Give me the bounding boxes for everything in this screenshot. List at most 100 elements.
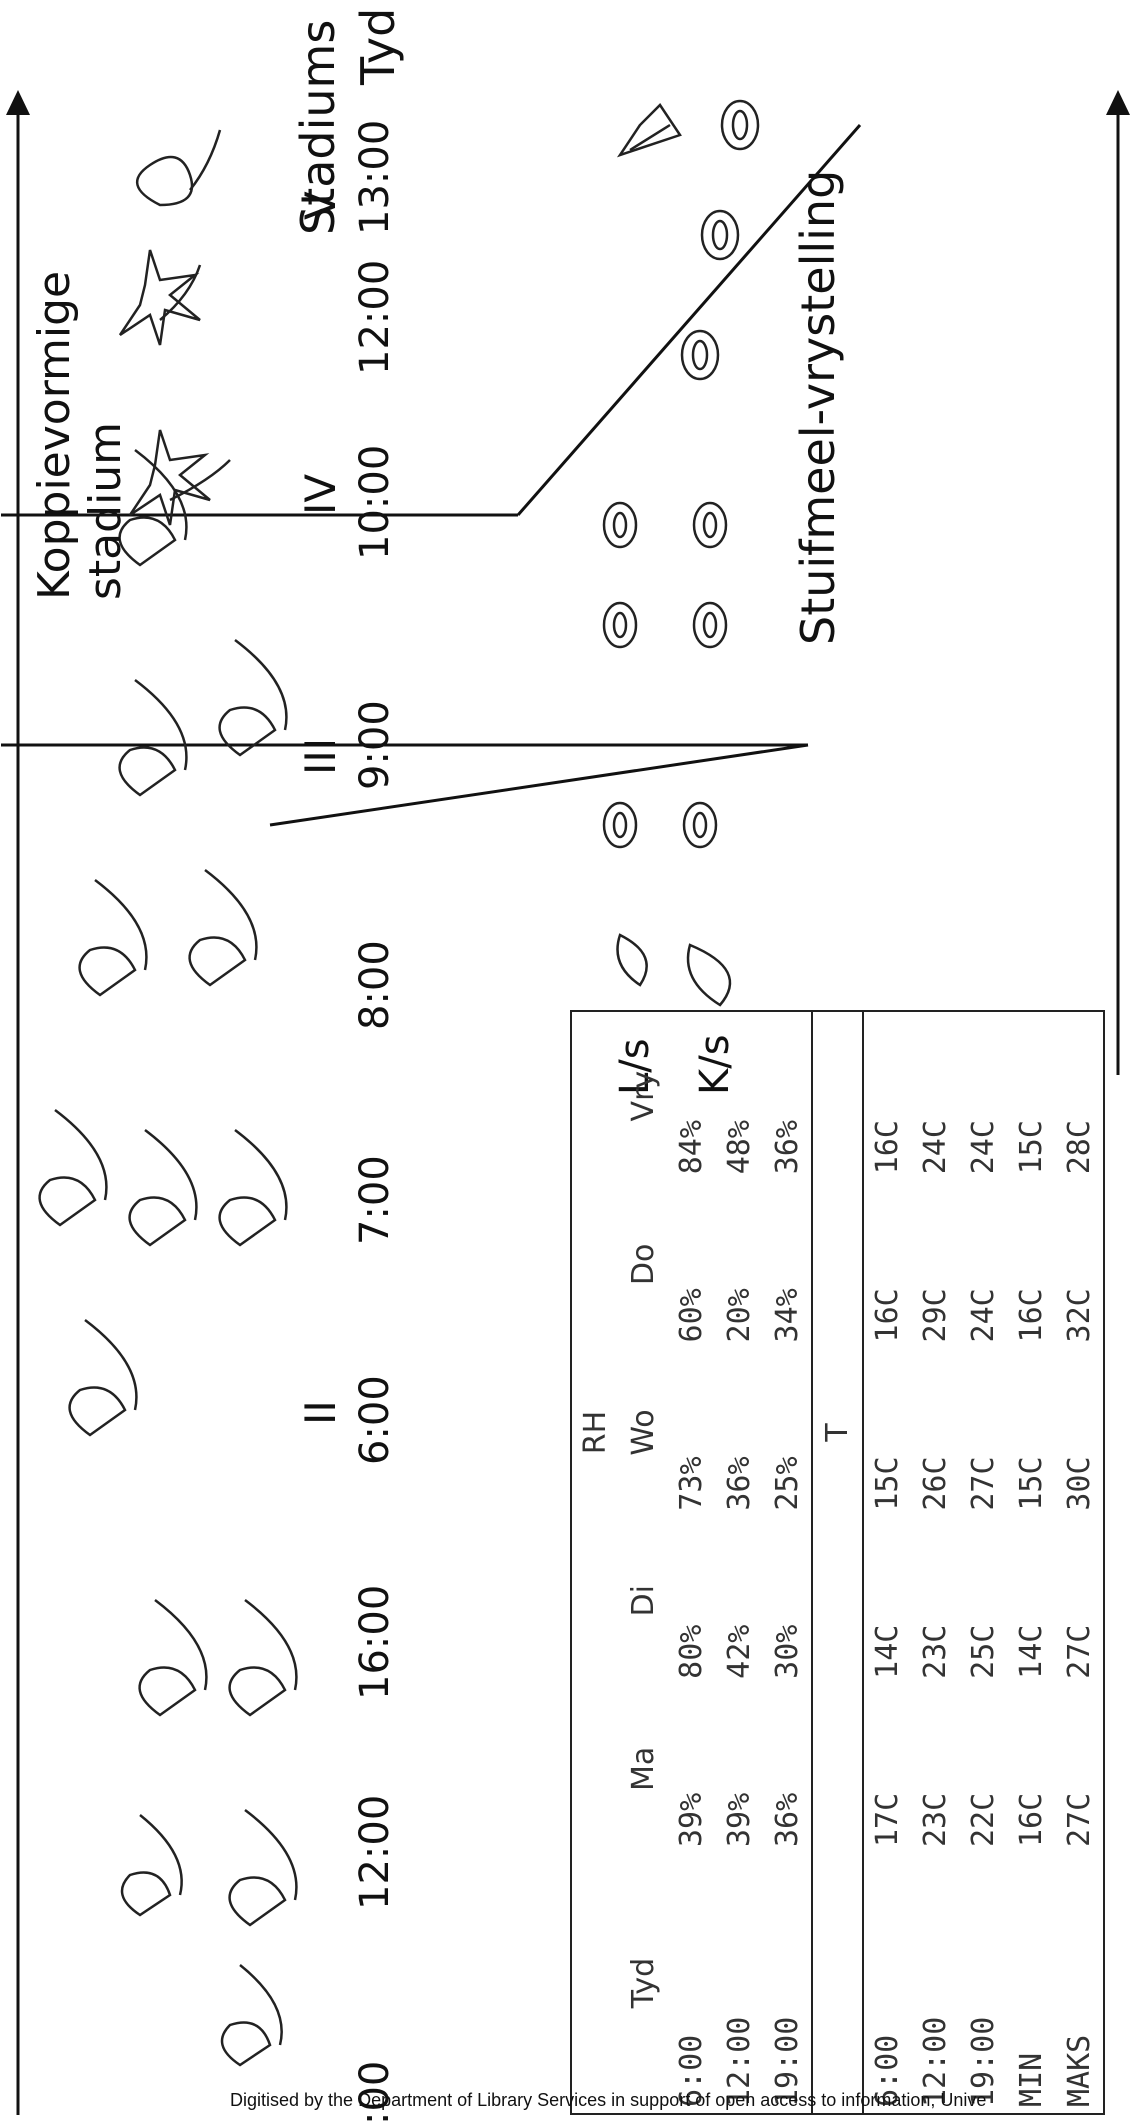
anther-sketch [720,99,760,151]
open-flower-sketch [135,129,222,207]
bud-sketch [118,679,188,797]
bud-sketch [78,879,148,997]
digitisation-credit: Digitised by the Department of Library S… [230,2090,987,2110]
table-row: 6:00 39% 80% 73% 60% 84% [668,1012,716,2113]
table-cell: 15C [1013,1120,1049,1175]
table-cell: 12:00 [918,2016,954,2107]
column-header: Di [626,1585,662,1617]
bud-sketch [120,1814,183,1917]
table-row: MIN 16C 14C 15C 16C 15C [1007,1012,1055,2113]
table-cell: 19:00 [769,2016,805,2107]
cup-stage-label: Koppievormige stadium [29,270,131,600]
t-title: T [819,1423,855,1442]
anther-sketch [616,933,648,987]
anther-sketch [602,801,638,849]
table-row: 12:00 23C 23C 26C 29C 24C [912,1012,960,2113]
table-cell: MAKS [1061,2034,1097,2107]
table-cell: 42% [721,1624,757,1679]
bud-sketch [68,1319,138,1437]
table-cell: 84% [673,1120,709,1175]
anther-sketch [686,943,732,1007]
stage-label: III [296,737,345,775]
bud-sketch [218,639,288,757]
table-cell: 24C [965,1120,1001,1175]
pollen-release-label: Stuifmeel-vrystelling [791,169,845,645]
table-cell: 36% [769,1120,805,1175]
table-cell: 80% [673,1624,709,1679]
top-axis-arrowhead [6,90,30,115]
table-cell: 27C [965,1456,1001,1511]
table-cell: 23C [918,1792,954,1847]
table-cell: 25% [769,1456,805,1511]
bracket-line-4 [516,124,862,516]
table-cell: 14C [870,1624,906,1679]
table-row: 6:00 17C 14C 15C 16C 16C [863,1012,912,2113]
time-label: 6:00 [352,1375,398,1465]
table-cell: 16C [870,1288,906,1343]
stage-label: II [296,1400,345,1425]
table-cell: 48% [721,1120,757,1175]
table-cell: 15C [1013,1456,1049,1511]
table-cell: 39% [673,1792,709,1847]
table-cell: 12:00 [721,2016,757,2107]
table-cell: 22C [965,1792,1001,1847]
bud-sketch [38,1109,108,1227]
anther-sketch [692,501,728,549]
table-cell: 28C [1061,1120,1097,1175]
table-row: MAKS 27C 27C 30C 32C 28C [1055,1012,1103,2113]
bracket-line-2 [269,743,809,827]
time-label: 12:00 [352,1794,398,1910]
table-cell: 6:00 [673,2034,709,2107]
table-cell: 17C [870,1792,906,1847]
time-label: 12:00 [352,259,398,375]
table-row: 19:00 22C 25C 27C 24C 24C [960,1012,1008,2113]
table-header-group: RH [572,1012,620,2113]
table-cell: 30C [1061,1456,1097,1511]
column-header: Do [626,1243,662,1286]
table-header-row: Tyd Ma Di Wo Do Vry [620,1012,668,2113]
table-cell: 29C [918,1288,954,1343]
anther-sketch [682,801,718,849]
table-cell: 60% [673,1288,709,1343]
table-cell: 19:00 [965,2016,1001,2107]
column-header: Wo [626,1409,662,1456]
anther-sketch [602,501,638,549]
table-cell: 14C [1013,1624,1049,1679]
pollen-axis-arrowhead [1106,90,1130,115]
table-cell: 30% [769,1624,805,1679]
table-cell: 32C [1061,1288,1097,1343]
table-cell: 26C [918,1456,954,1511]
table-cell: MIN [1013,2052,1049,2107]
table-cell: 39% [721,1792,757,1847]
table-cell: 16C [1013,1288,1049,1343]
rh-title: RH [578,1410,614,1455]
anther-sketch [680,329,720,381]
time-label: 9:00 [352,700,398,790]
time-label: 16:00 [352,1584,398,1700]
table-cell: 24C [965,1288,1001,1343]
bud-sketch [138,1599,208,1717]
column-header: Vry [626,1070,662,1122]
table-cell: 23C [918,1624,954,1679]
bud-sketch [228,1599,298,1717]
open-flower-sketch [118,249,202,346]
table-corner [572,1853,620,2113]
bud-sketch [188,869,258,987]
stages-title: Stadiums [291,19,345,235]
table-corner [812,1853,863,2113]
column-header: Ma [626,1746,662,1792]
table-cell: 25C [965,1624,1001,1679]
table-row: 19:00 36% 30% 25% 34% 36% [763,1012,812,2113]
time-title: Tyd [351,7,405,85]
bud-sketch [220,1964,283,2067]
t-section-row: T [812,1012,863,2113]
open-flower-sketch [128,429,231,526]
stage-label: IV [296,473,345,515]
bud-sketch [128,1129,198,1247]
bud-sketch [228,1809,298,1927]
table-row: 12:00 39% 42% 36% 20% 48% [715,1012,763,2113]
